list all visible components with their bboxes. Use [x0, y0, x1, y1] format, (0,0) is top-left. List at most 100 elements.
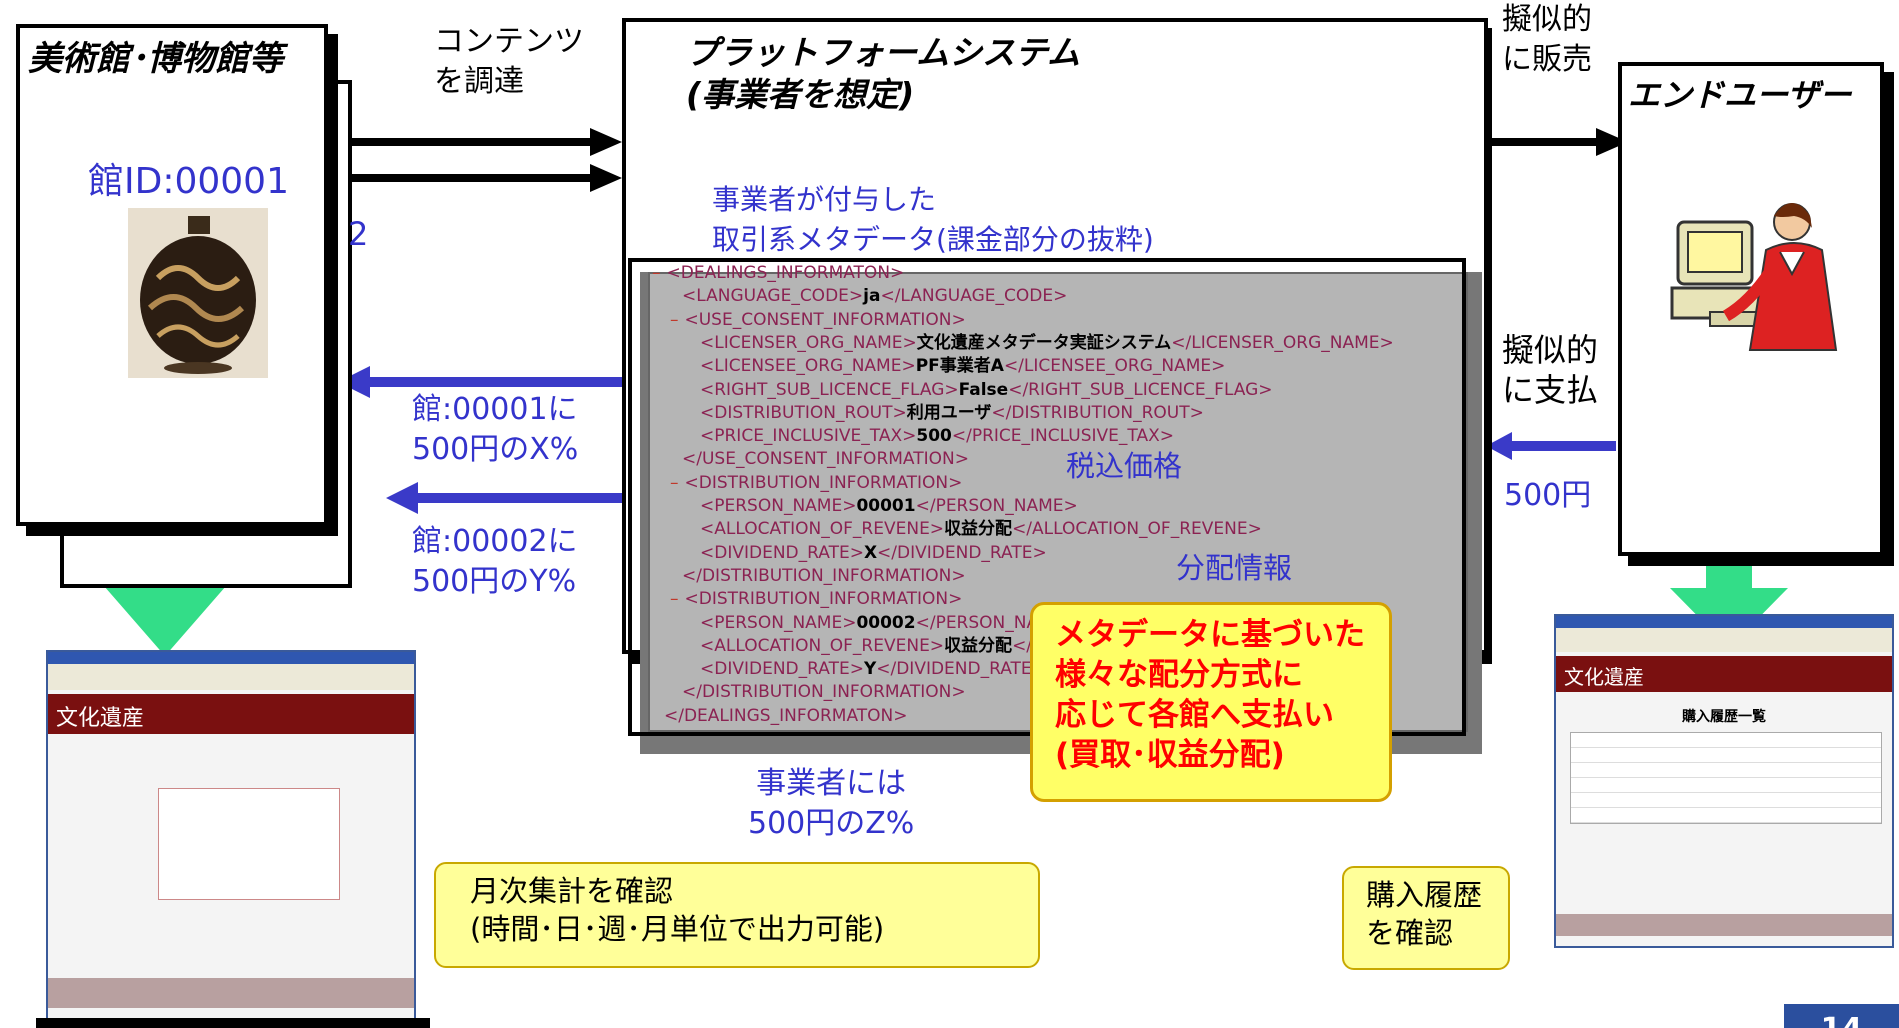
xml-line: <RIGHT_SUB_LICENCE_FLAG>False</RIGHT_SUB…	[700, 379, 1273, 402]
xml-line: <PERSON_NAME>00002</PERSON_NAME>	[700, 612, 1078, 635]
pay-arrowhead	[1486, 432, 1512, 460]
xml-open: <USE_CONSENT_INFORMATION>	[684, 309, 966, 330]
xml-line: <DIVIDEND_RATE>Y</DIVIDEND_RATE>	[700, 658, 1046, 681]
xml-line: –<DISTRIBUTION_INFORMATION>	[670, 588, 962, 611]
xml-value: 文化遺産メタデータ実証システム	[916, 332, 1172, 353]
xml-value: PF事業者A	[915, 356, 1004, 377]
xml-value: 00001	[856, 496, 916, 516]
payout-arrowhead-2	[386, 482, 418, 514]
payout-label-1: 館:00001に 500円のX%	[412, 392, 579, 467]
distribution-info-label: 分配情報	[1176, 551, 1293, 585]
xml-open: <DIVIDEND_RATE>	[700, 542, 864, 563]
xml-open: <ALLOCATION_OF_REVENE>	[700, 519, 945, 540]
xml-lines: –<DEALINGS_INFORMATON><LANGUAGE_CODE>ja<…	[652, 262, 1462, 732]
xml-line: <DISTRIBUTION_ROUT>利用ユーザ</DISTRIBUTION_R…	[700, 402, 1204, 425]
page-number: 14	[1784, 1004, 1899, 1028]
purchase-history-screen: 文化遺産 購入履歴一覧	[1554, 614, 1894, 948]
xml-open: <DISTRIBUTION_INFORMATION>	[684, 472, 963, 493]
xml-open: <ALLOCATION_OF_REVENE>	[700, 635, 945, 656]
xml-open: <DISTRIBUTION_INFORMATION>	[684, 589, 963, 610]
xml-line: </DISTRIBUTION_INFORMATION>	[682, 565, 966, 588]
xml-open: <LANGUAGE_CODE>	[682, 286, 864, 307]
second-museum-number: 2	[348, 215, 369, 253]
museum-id-label: 館ID:00001	[88, 161, 289, 202]
xml-open: <DIVIDEND_RATE>	[700, 659, 864, 680]
xml-value: X	[863, 542, 878, 563]
xml-dash: –	[670, 589, 679, 610]
museum-title: 美術館･博物館等	[28, 39, 283, 79]
xml-close: </DIVIDEND_RATE>	[877, 542, 1047, 563]
xml-line: <PRICE_INCLUSIVE_TAX>500</PRICE_INCLUSIV…	[700, 425, 1174, 448]
sell-arrowhead	[1596, 128, 1628, 156]
xml-line: <ALLOCATION_OF_REVENE>収益分配</ALLOCATION_O…	[700, 518, 1262, 541]
xml-dash: –	[670, 472, 679, 493]
xml-line: <LANGUAGE_CODE>ja</LANGUAGE_CODE>	[682, 285, 1067, 308]
metadata-caption: 事業者が付与した 取引系メタデータ(課金部分の抜粋)	[712, 183, 1154, 256]
payout-label-2: 館:00002に 500円のY%	[412, 524, 578, 599]
xml-open: <PRICE_INCLUSIVE_TAX>	[700, 426, 917, 447]
xml-open: <LICENSER_ORG_NAME>	[700, 332, 917, 353]
xml-close: </DISTRIBUTION_ROUT>	[991, 402, 1204, 423]
xml-open: </USE_CONSENT_INFORMATION>	[682, 449, 969, 470]
xml-line: –<USE_CONSENT_INFORMATION>	[670, 309, 966, 332]
allocation-note: メタデータに基づいた 様々な配分方式に 応じて各館へ支払い (買取･収益分配)	[1030, 602, 1392, 802]
xml-line: </DEALINGS_INFORMATON>	[664, 705, 908, 728]
xml-open: <LICENSEE_ORG_NAME>	[700, 356, 916, 377]
xml-line: –<DISTRIBUTION_INFORMATION>	[670, 472, 962, 495]
xml-open: </DISTRIBUTION_INFORMATION>	[682, 682, 966, 703]
xml-dash: –	[652, 263, 661, 283]
xml-line: </USE_CONSENT_INFORMATION>	[682, 448, 969, 471]
payment-amount: 500円	[1504, 478, 1592, 513]
right-screen-title: 文化遺産	[1564, 665, 1644, 689]
sell-label: 擬似的 に販売	[1502, 2, 1592, 77]
xml-close: </RIGHT_SUB_LICENCE_FLAG>	[1008, 379, 1273, 400]
xml-open: </DISTRIBUTION_INFORMATION>	[682, 565, 966, 586]
xml-value: Y	[863, 659, 877, 680]
xml-line: <LICENSER_ORG_NAME>文化遺産メタデータ実証システム</LICE…	[700, 332, 1394, 355]
xml-close: </LICENSER_ORG_NAME>	[1171, 332, 1394, 353]
purchase-history-note: 購入履歴 を確認	[1342, 866, 1510, 970]
xml-value: 500	[916, 426, 952, 447]
xml-open: </DEALINGS_INFORMATON>	[664, 705, 908, 726]
platform-title: プラットフォームシステム (事業者を想定)	[686, 33, 1081, 114]
xml-line: <PERSON_NAME>00001</PERSON_NAME>	[700, 495, 1078, 518]
xml-open: <RIGHT_SUB_LICENCE_FLAG>	[700, 379, 959, 400]
monthly-report-screen: 文化遺産	[46, 650, 416, 1020]
monthly-summary-note: 月次集計を確認 (時間･日･週･月単位で出力可能)	[434, 862, 1040, 968]
xml-close: </DIVIDEND_RATE>	[876, 659, 1046, 680]
xml-open: <PERSON_NAME>	[700, 612, 857, 633]
procure-arrowhead-2	[590, 164, 622, 192]
monthly-screen-shadow	[36, 1018, 430, 1028]
xml-open: <PERSON_NAME>	[700, 496, 857, 516]
xml-value: 収益分配	[944, 635, 1013, 656]
xml-value: 00002	[856, 612, 916, 633]
enduser-title: エンドユーザー	[1628, 76, 1852, 114]
xml-close: </ALLOCATION_OF_REVENE>	[1012, 519, 1262, 540]
operator-share-label: 事業者には 500円のZ%	[748, 766, 915, 841]
museum-box: 美術館･博物館等 館ID:00001	[16, 24, 328, 526]
xml-close: </PERSON_NAME>	[915, 496, 1078, 516]
tax-price-label: 税込価格	[1066, 449, 1183, 483]
xml-line: <DIVIDEND_RATE>X</DIVIDEND_RATE>	[700, 542, 1047, 565]
payout-arrowhead-1	[338, 366, 370, 398]
procure-arrowhead-1	[590, 128, 622, 156]
user-at-computer-icon	[1670, 192, 1840, 366]
xml-line: –<DEALINGS_INFORMATON>	[652, 262, 904, 285]
xml-open: <DISTRIBUTION_ROUT>	[700, 402, 907, 423]
xml-value: ja	[863, 286, 881, 307]
xml-close: </LICENSEE_ORG_NAME>	[1003, 356, 1226, 377]
green-arrow-right	[1670, 530, 1788, 648]
xml-value: 収益分配	[944, 519, 1013, 540]
enduser-box: エンドユーザー	[1618, 62, 1884, 556]
xml-value: False	[958, 379, 1009, 400]
xml-close: </LANGUAGE_CODE>	[880, 286, 1068, 307]
xml-line: <LICENSEE_ORG_NAME>PF事業者A</LICENSEE_ORG_…	[700, 355, 1225, 378]
xml-close: </PRICE_INCLUSIVE_TAX>	[951, 426, 1174, 447]
xml-dash: –	[670, 309, 679, 330]
xml-open: <DEALINGS_INFORMATON>	[666, 263, 905, 283]
left-screen-title: 文化遺産	[56, 706, 145, 731]
procure-label: コンテンツ を調達	[434, 24, 584, 99]
pay-label: 擬似的 に支払	[1502, 331, 1599, 409]
vase-image	[128, 208, 268, 378]
xml-line: </DISTRIBUTION_INFORMATION>	[682, 681, 966, 704]
